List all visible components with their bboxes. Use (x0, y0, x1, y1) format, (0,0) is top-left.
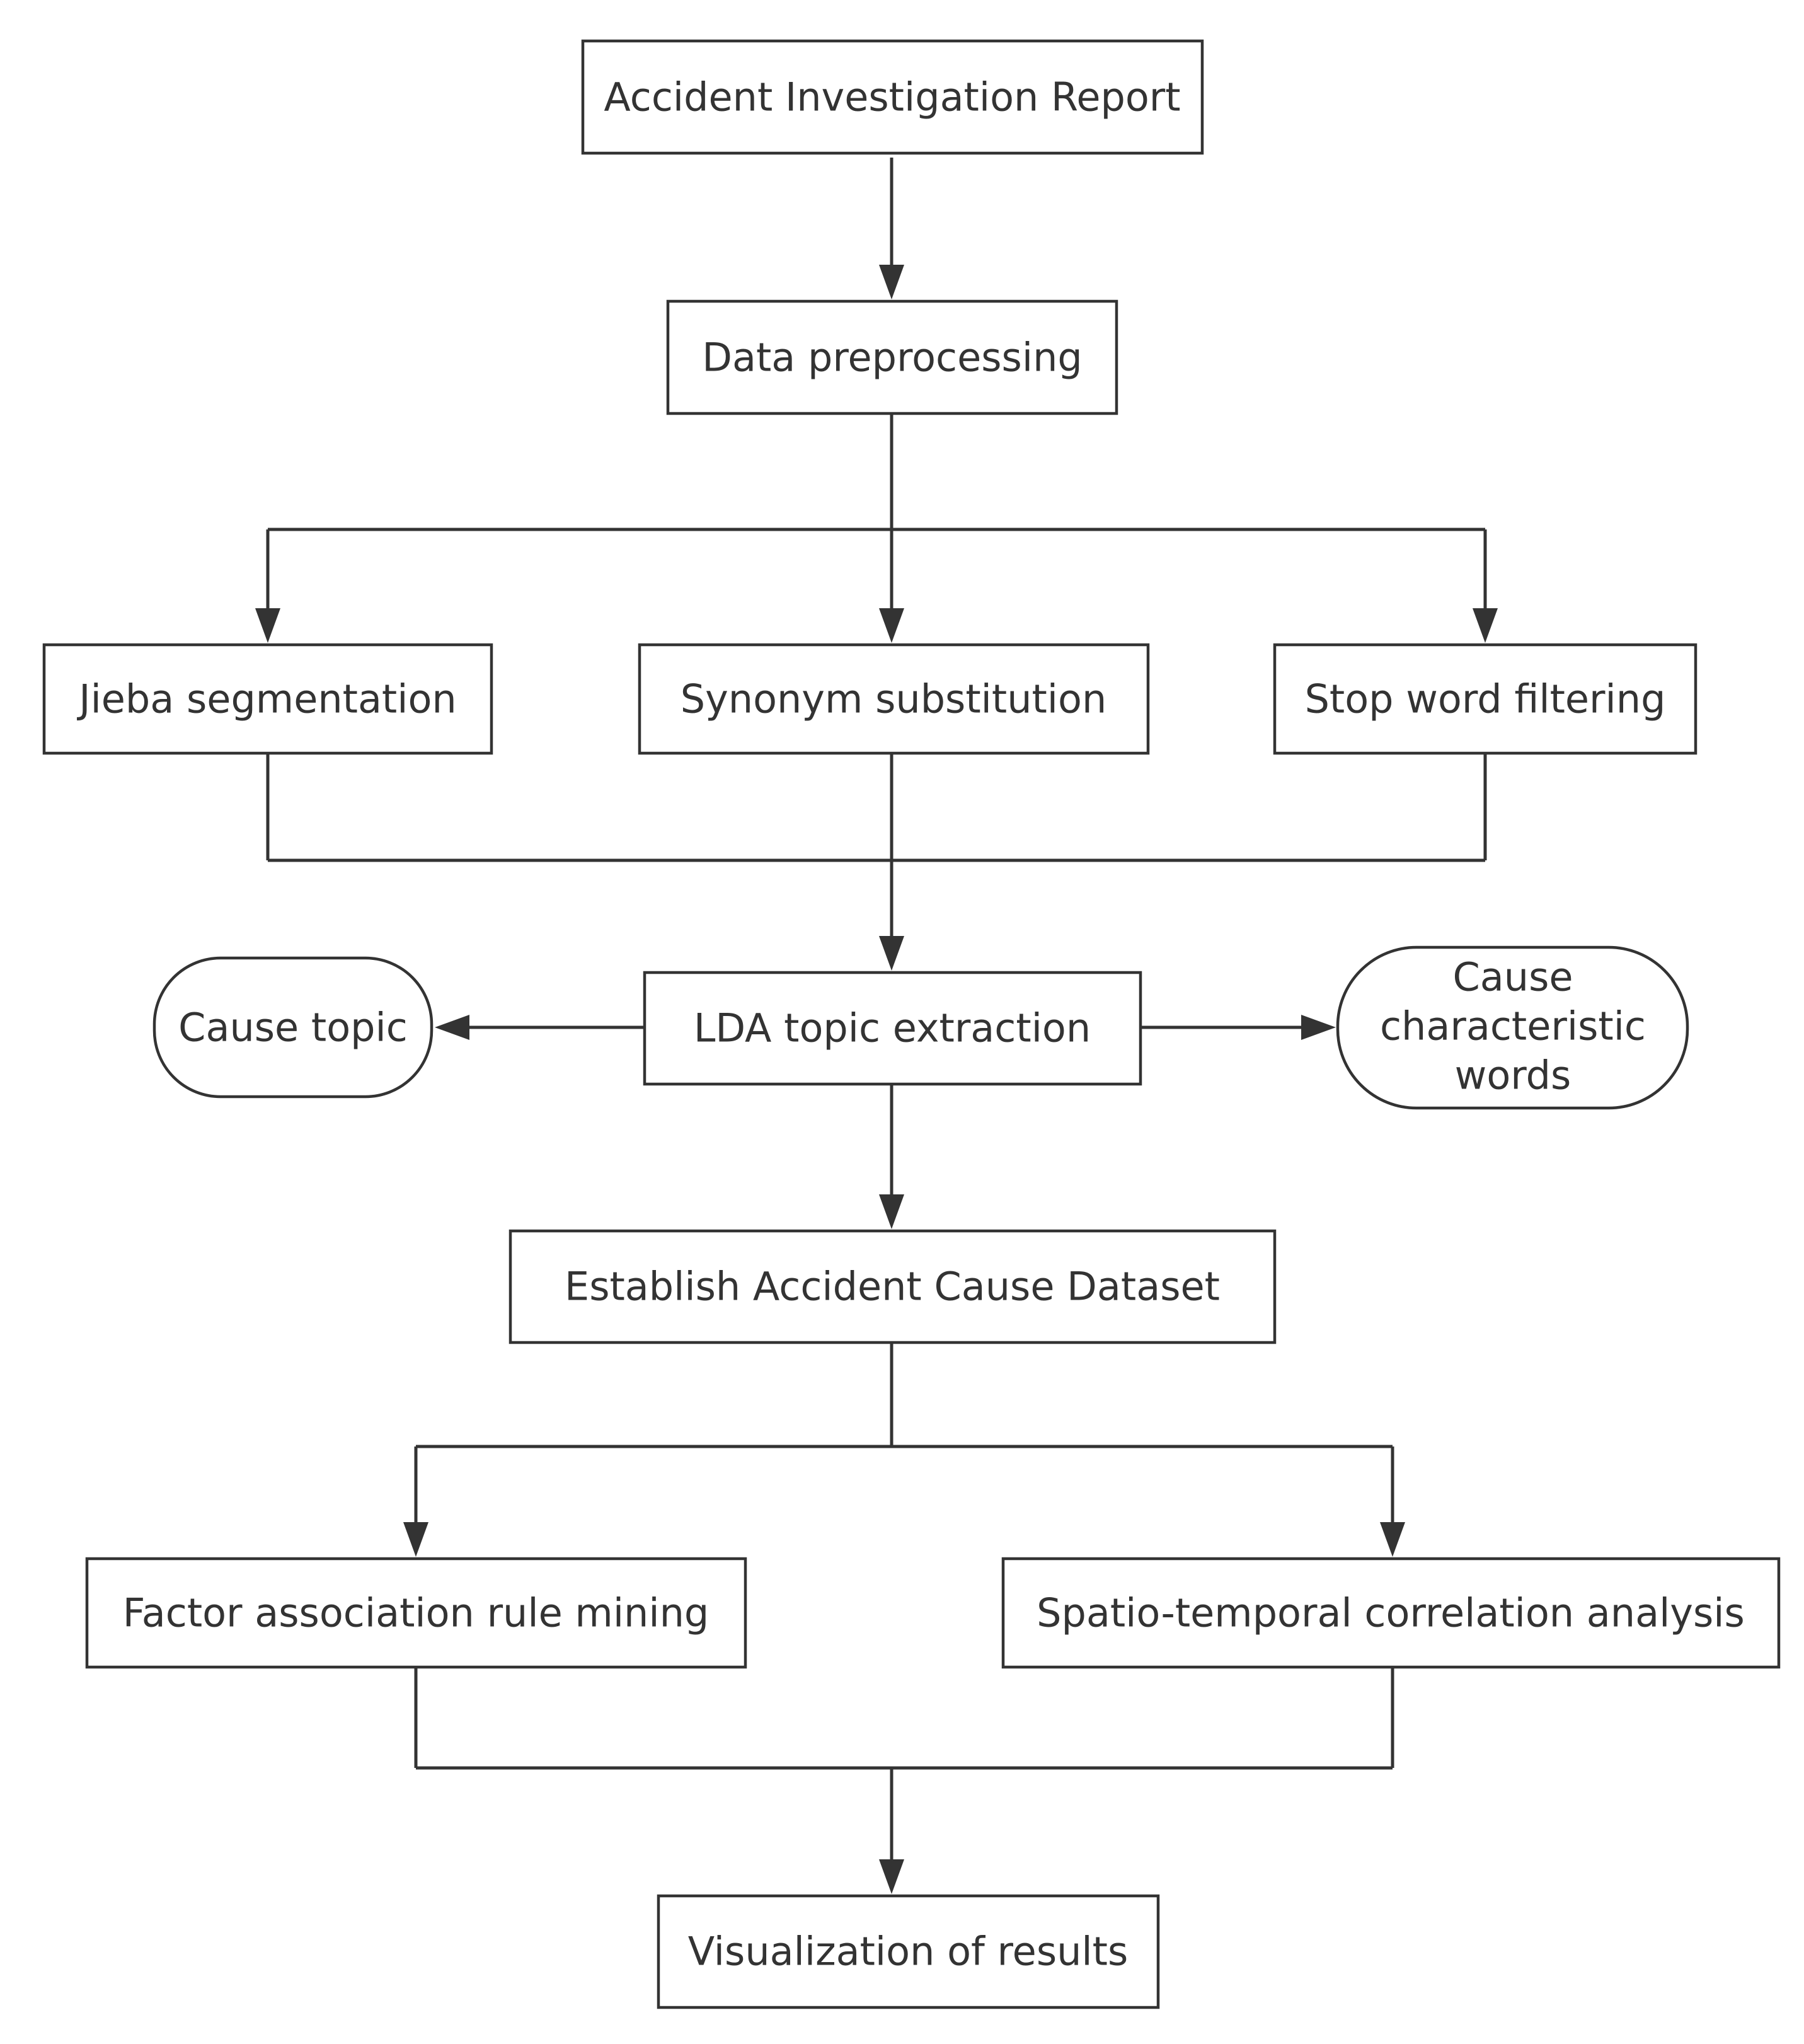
arrowhead-lda (879, 936, 904, 971)
node-label: Data preprocessing (702, 335, 1083, 381)
node-label: LDA topic extraction (694, 1005, 1091, 1051)
arrowhead-synonym (879, 608, 904, 643)
arrowhead-spatio (1380, 1522, 1405, 1557)
arrowhead-preprocess (879, 265, 904, 299)
node-label: Stop word filtering (1305, 676, 1666, 722)
node-data-preprocessing: Data preprocessing (666, 299, 1118, 415)
node-spatio-temporal-correlation-analysis: Spatio-temporal correlation analysis (1001, 1557, 1781, 1669)
arrowhead-jieba (255, 608, 280, 643)
node-cause-topic: Cause topic (152, 956, 434, 1099)
node-synonym-substitution: Synonym substitution (638, 643, 1150, 755)
arrowhead-cause-words (1301, 1015, 1336, 1040)
arrowhead-dataset (879, 1194, 904, 1229)
node-lda-topic-extraction: LDA topic extraction (643, 971, 1142, 1086)
node-establish-accident-cause-dataset: Establish Accident Cause Dataset (508, 1229, 1277, 1344)
node-visualization-of-results: Visualization of results (657, 1894, 1160, 2009)
node-label-line-2: characteristic (1380, 1003, 1646, 1049)
node-label: Factor association rule mining (123, 1590, 709, 1636)
connectors (255, 158, 1498, 1894)
arrowhead-stopword (1473, 608, 1498, 643)
node-label: Visualization of results (688, 1929, 1129, 1975)
node-label: Jieba segmentation (76, 676, 456, 722)
arrowhead-visual (879, 1859, 904, 1894)
node-stop-word-filtering: Stop word filtering (1273, 643, 1698, 755)
node-label: Synonym substitution (681, 676, 1107, 722)
node-label: Accident Investigation Report (604, 74, 1180, 120)
node-jieba-segmentation: Jieba segmentation (42, 643, 493, 755)
node-accident-investigation-report: Accident Investigation Report (581, 39, 1204, 155)
node-label: Establish Accident Cause Dataset (565, 1264, 1220, 1310)
node-label: Cause topic (178, 1005, 408, 1051)
node-label-line-1: Cause (1452, 954, 1573, 1000)
node-label-line-3: words (1455, 1053, 1571, 1099)
node-label: Spatio-temporal correlation analysis (1037, 1590, 1745, 1636)
arrowhead-factor (403, 1522, 428, 1557)
arrowhead-cause-topic (435, 1015, 469, 1040)
node-cause-characteristic-words: Cause characteristic words (1336, 945, 1689, 1110)
node-factor-association-rule-mining: Factor association rule mining (85, 1557, 747, 1669)
